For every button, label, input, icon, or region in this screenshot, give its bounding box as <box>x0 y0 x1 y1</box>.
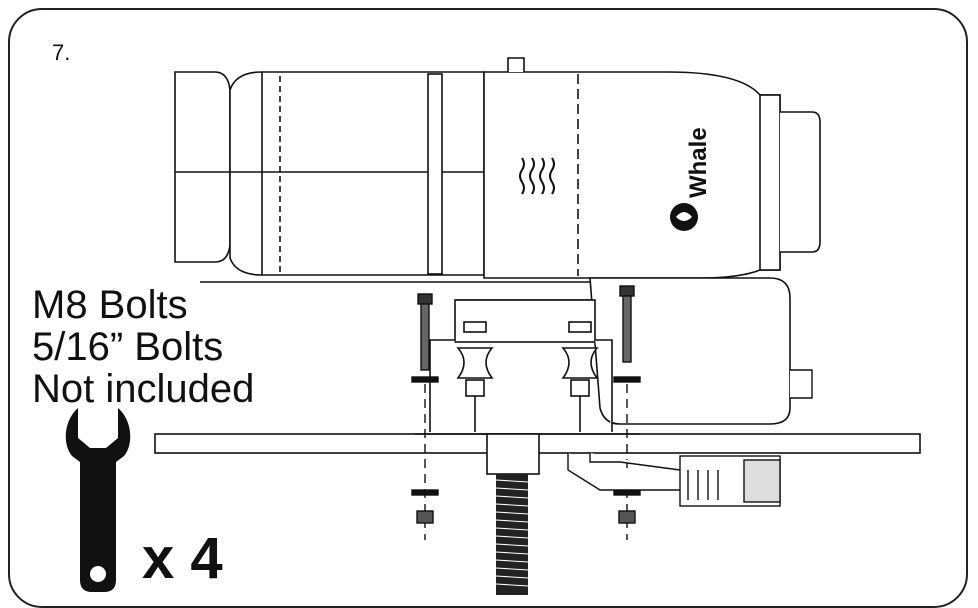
bolt-note-imperial: 5/16” Bolts <box>32 325 224 369</box>
cable-gland <box>790 369 813 399</box>
bolt-note-not-included: Not included <box>32 367 255 411</box>
step-number: 7. <box>52 40 71 65</box>
heat-symbol-icon <box>519 157 555 195</box>
rubber-mount-right <box>561 321 599 432</box>
control-box <box>589 277 791 425</box>
whale-logo-icon: Whale <box>670 127 712 231</box>
wrench-icon <box>65 408 131 592</box>
exhaust-hose <box>495 474 529 595</box>
bolt-note-m8: M8 Bolts <box>32 283 188 327</box>
bolt-left <box>411 293 439 540</box>
wiring-connector <box>567 453 781 507</box>
rubber-mount-left <box>456 321 494 432</box>
brand-logo-text: Whale <box>685 127 712 198</box>
heater-body <box>174 57 821 301</box>
mounting-bracket <box>415 299 640 435</box>
installation-diagram: Whale <box>65 57 921 595</box>
center-pipe <box>486 433 540 475</box>
quantity-label: x 4 <box>142 526 223 591</box>
